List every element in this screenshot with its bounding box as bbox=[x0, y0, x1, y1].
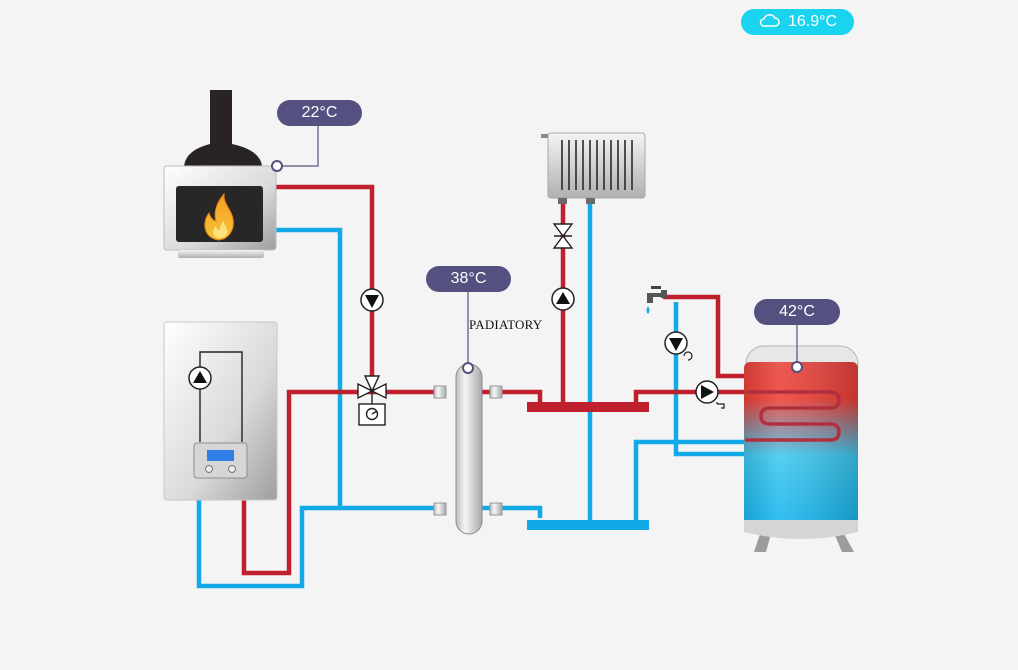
hot-pipe-tank-flow bbox=[633, 389, 745, 404]
hydraulic-separator bbox=[433, 363, 503, 535]
hot-pipe-tap-line bbox=[663, 294, 745, 379]
three-way-valve[interactable] bbox=[357, 375, 387, 426]
radiators-label: PADIATORY bbox=[469, 317, 543, 332]
cold-pipe-boiler-return bbox=[196, 500, 340, 589]
cold-manifold bbox=[527, 520, 649, 530]
separator-temperature-badge: 38°C bbox=[426, 266, 511, 292]
hot-water-tank bbox=[744, 345, 859, 552]
tank-temperature-badge: 42°C bbox=[754, 299, 840, 325]
water-tap-icon[interactable] bbox=[647, 290, 667, 303]
display-icon bbox=[207, 450, 234, 461]
tank-sensor[interactable] bbox=[791, 361, 803, 373]
outdoor-weather-badge: 16.9°C bbox=[741, 9, 854, 35]
separator-sensor[interactable] bbox=[462, 362, 474, 374]
gas-boiler bbox=[163, 321, 278, 501]
circulation-pump[interactable] bbox=[664, 331, 693, 361]
cold-pipe-tank-return bbox=[633, 439, 745, 522]
fireplace-sensor-lead bbox=[277, 125, 319, 167]
hot-pipe-boiler-flow bbox=[241, 389, 440, 576]
fireplace-chimney bbox=[184, 90, 262, 166]
fireplace-temperature-badge: 22°C bbox=[277, 100, 362, 126]
hot-pipe-fireplace-flow bbox=[276, 184, 375, 392]
heating-coil bbox=[745, 390, 841, 442]
tank-charge-pump[interactable] bbox=[695, 380, 725, 409]
hot-manifold bbox=[527, 402, 649, 412]
radiator-pump[interactable] bbox=[551, 287, 575, 311]
fireplace-pump[interactable] bbox=[360, 288, 384, 312]
fireplace-sensor[interactable] bbox=[271, 160, 283, 172]
cloud-icon bbox=[758, 12, 780, 33]
hot-pipe-separator-out bbox=[480, 389, 543, 402]
fireplace bbox=[163, 90, 277, 258]
outdoor-temperature: 16.9°C bbox=[787, 13, 838, 30]
water-tap[interactable] bbox=[646, 286, 668, 314]
radiator bbox=[541, 132, 646, 204]
cold-pipe-separator-out bbox=[480, 505, 543, 518]
radiator-valve[interactable] bbox=[552, 223, 574, 249]
cold-pipe-fireplace-return bbox=[276, 227, 440, 511]
